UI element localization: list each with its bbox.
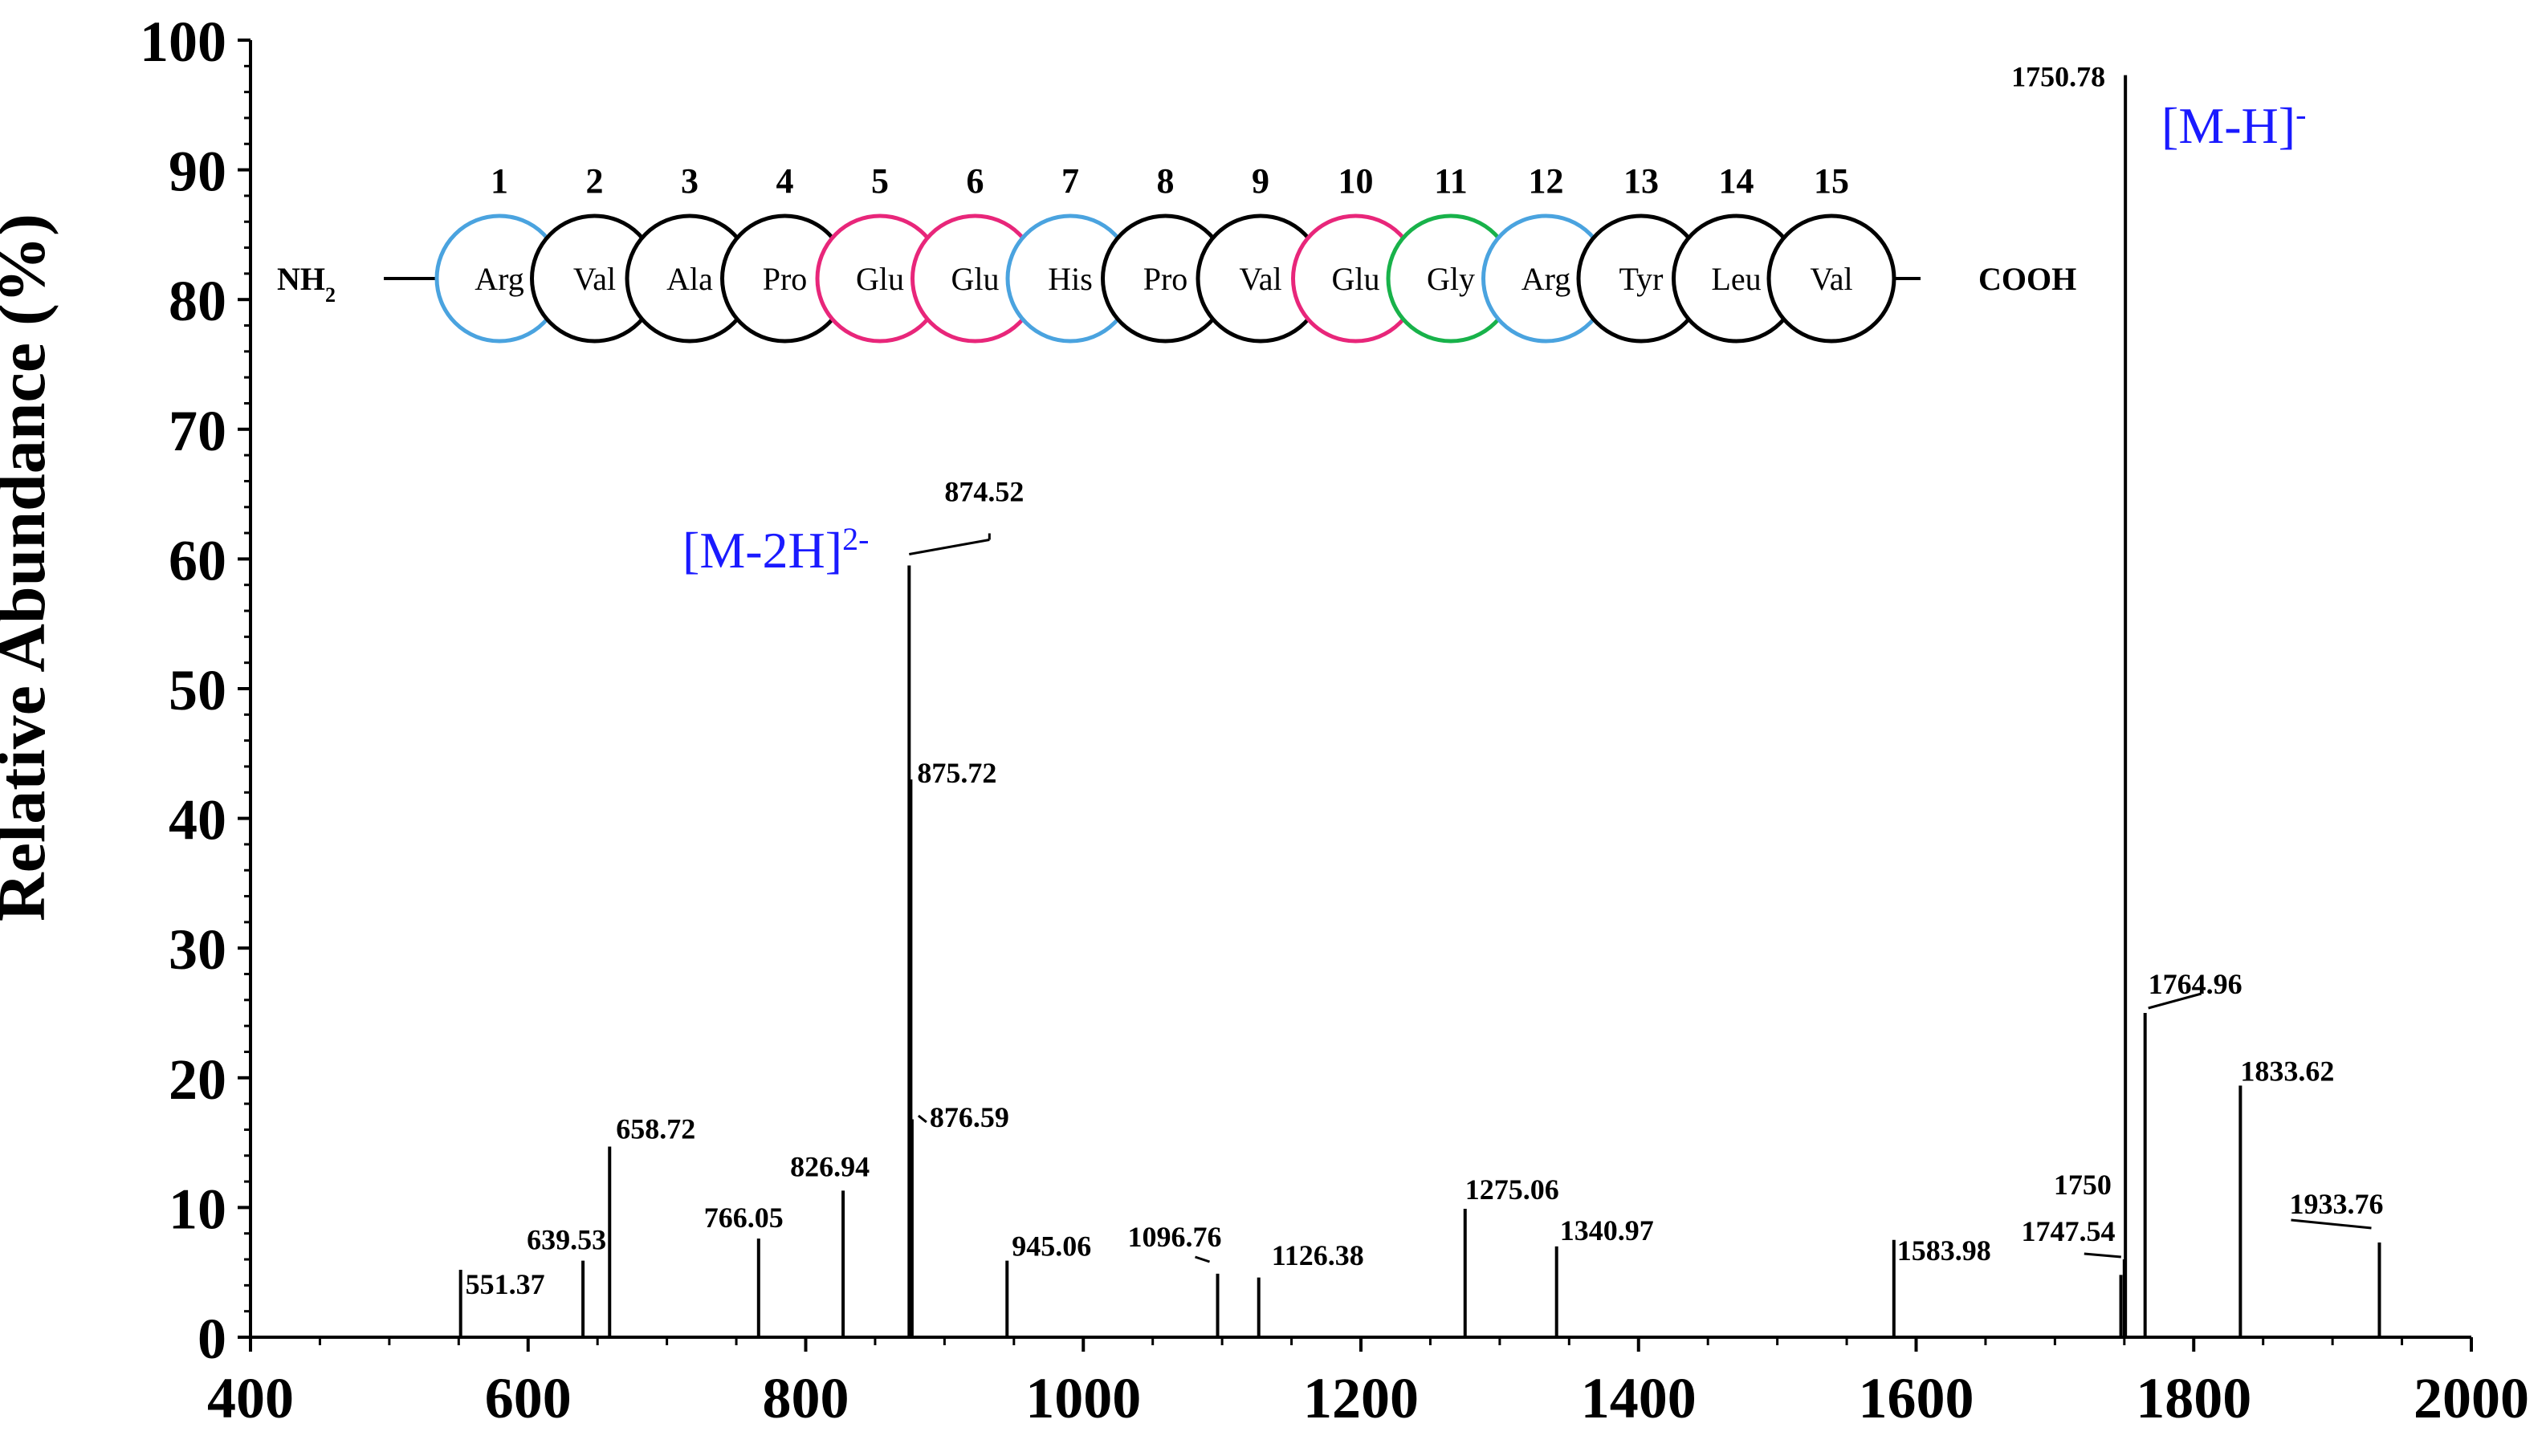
residue-position: 5 [871,161,889,201]
peak-label: 1583.98 [1897,1234,1991,1267]
y-tick-label: 90 [169,140,226,204]
peak-label: 1126.38 [1272,1239,1364,1271]
label-leader-line [917,1114,927,1124]
residue-position: 14 [1719,161,1754,201]
y-tick-label: 50 [169,658,226,722]
peak-label: 945.06 [1012,1230,1091,1263]
residue-name: Glu [856,261,904,297]
residue-position: 6 [967,161,984,201]
residue-name: Ala [666,261,713,297]
x-tick-label: 1000 [1025,1366,1141,1430]
x-tick-label: 1400 [1581,1366,1697,1430]
y-tick-label: 30 [169,917,226,982]
label-leader-line [2291,1218,2372,1230]
ion-annotation-m-2h: [M-2H]2- [682,521,869,580]
residue-position: 7 [1061,161,1079,201]
peak-label: 1833.62 [2240,1055,2334,1087]
residue-name: Val [1810,261,1852,297]
residue-name: Glu [951,261,1000,297]
residue-position: 3 [681,161,699,201]
residue-position: 13 [1623,161,1659,201]
label-leader-line [909,539,990,555]
residue-position: 2 [586,161,604,201]
residue-name: Arg [475,261,523,297]
y-tick-label: 100 [140,10,226,74]
peak-label: 1750.78 [2011,61,2105,93]
x-tick-label: 2000 [2414,1366,2529,1430]
residue-position: 4 [776,161,794,201]
residue-name: Pro [763,261,808,297]
residue-name: His [1048,261,1093,297]
ion-annotation-m-h: [M-H]- [2161,96,2306,155]
residue-name: Leu [1711,261,1761,297]
x-tick-label: 1800 [2136,1366,2251,1430]
peak-label: 874.52 [944,475,1024,507]
peak-label: 766.05 [704,1202,784,1234]
peak-label: 826.94 [790,1150,870,1182]
residue-position: 15 [1814,161,1849,201]
n-terminus-label: NH2 [277,261,336,307]
peak-label: 876.59 [930,1101,1009,1133]
residue-name: Val [1239,261,1281,297]
label-leader-line [2084,1252,2121,1259]
y-tick-label: 40 [169,788,226,852]
peak-label: 1747.54 [2022,1215,2116,1247]
residue-position: 10 [1338,161,1374,201]
peak-label: 1340.97 [1560,1214,1654,1247]
peak-label: 1096.76 [1128,1221,1222,1253]
y-axis-label: Relative Abundance (%) [0,214,59,921]
peak-label: 1933.76 [2289,1188,2383,1220]
residue-name: Glu [1332,261,1380,297]
x-tick-label: 1600 [1859,1366,1974,1430]
y-tick-label: 80 [169,269,226,333]
y-tick-label: 20 [169,1047,226,1112]
peak-label: 639.53 [527,1224,606,1256]
residue-name: Tyr [1619,261,1664,297]
residue-name: Val [573,261,616,297]
label-leader-line [1195,1255,1210,1263]
x-tick-label: 400 [207,1366,294,1430]
y-tick-label: 10 [169,1177,226,1241]
residue-position: 11 [1434,161,1468,201]
peak-label: 1275.06 [1465,1173,1559,1206]
x-tick-label: 800 [763,1366,849,1430]
peak-label: 875.72 [917,757,996,789]
residue-position: 1 [491,161,508,201]
y-tick-label: 60 [169,528,226,592]
residue-name: Pro [1143,261,1188,297]
residue-name: Arg [1521,261,1570,297]
x-tick-label: 600 [485,1366,572,1430]
peak-label: 658.72 [616,1112,695,1145]
residue-circle [1766,214,1896,344]
residue-name: Gly [1427,261,1475,297]
peak-label: 1750 [2054,1169,2112,1201]
residue-position: 8 [1157,161,1175,201]
c-terminus-label: COOH [1978,261,2076,297]
residue-position: 9 [1252,161,1269,201]
y-tick-label: 70 [169,399,226,463]
peak-label: 551.37 [466,1268,545,1300]
y-tick-label: 0 [198,1307,226,1371]
x-tick-label: 1200 [1303,1366,1419,1430]
residue-position: 12 [1529,161,1564,201]
label-leader-line [2148,992,2202,1010]
